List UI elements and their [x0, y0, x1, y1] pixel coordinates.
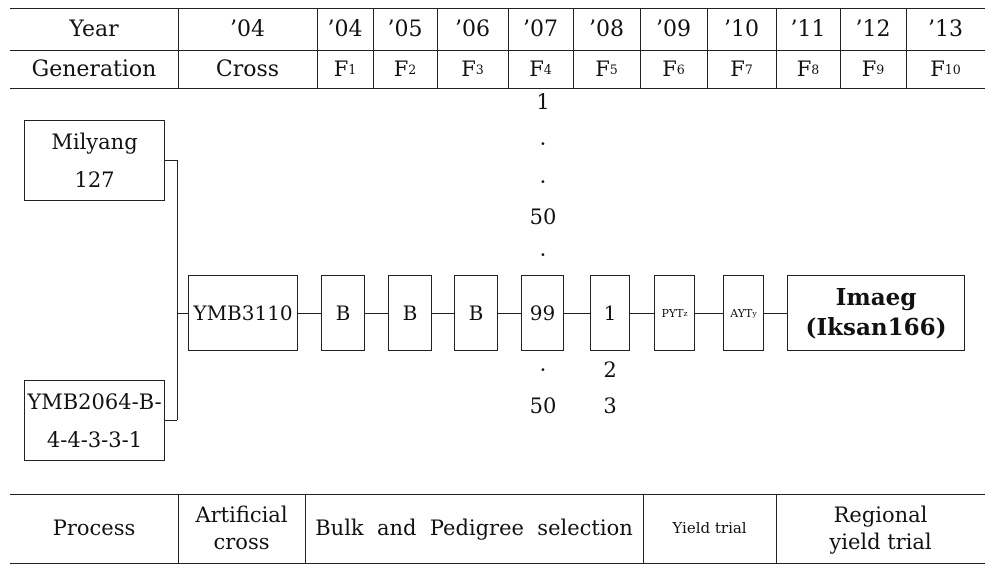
f4-ellipsis-dot: · — [539, 358, 547, 382]
process-divider — [178, 494, 179, 563]
year-cell: ’09 — [656, 16, 691, 42]
chain-connector — [564, 313, 590, 314]
process-artificial-cross: Artificial cross — [195, 502, 288, 554]
year-cell: ’08 — [589, 16, 624, 42]
year-cell: ’10 — [724, 16, 759, 42]
header-divider — [840, 8, 841, 88]
f4-ellipsis-dot: · — [539, 170, 547, 194]
cross-node: YMB3110 — [188, 275, 298, 351]
female-parent-box: Milyang 127 — [24, 120, 165, 201]
process-regional-yield-trial: Regional yield trial — [829, 502, 932, 554]
parent-connector — [165, 160, 177, 161]
female-parent-name-line2: 127 — [74, 167, 115, 192]
table-bottom-border — [10, 563, 985, 564]
year-cell: ’04 — [230, 16, 265, 42]
f1-bulk-node: B — [321, 275, 365, 351]
chain-connector — [764, 313, 787, 314]
generation-label: Generation — [31, 56, 157, 82]
header-divider — [508, 8, 509, 88]
final-variety-node: Imaeg (Iksan166) — [787, 275, 965, 351]
header-divider — [707, 8, 708, 88]
f2-bulk-node: B — [388, 275, 432, 351]
year-cell: ’11 — [790, 16, 826, 42]
header-divider — [317, 8, 318, 88]
parent-connector — [165, 420, 177, 421]
year-cell: ’13 — [928, 16, 963, 42]
header-divider — [437, 8, 438, 88]
chain-connector — [630, 313, 654, 314]
f4-ellipsis-dot: · — [539, 132, 547, 156]
process-divider — [776, 494, 777, 563]
variety-line-code: (Iksan166) — [805, 314, 947, 341]
header-divider — [640, 8, 641, 88]
header-divider — [906, 8, 907, 88]
f4-line-label: 1 — [536, 90, 550, 114]
f5-line-label: 2 — [603, 358, 617, 382]
year-cell: ’07 — [523, 16, 558, 42]
header-bottom-border — [10, 88, 985, 89]
f4-ellipsis-dot: · — [539, 243, 547, 267]
f5-line-node: 1 — [590, 275, 630, 351]
header-divider — [178, 8, 179, 88]
year-cell: ’05 — [387, 16, 423, 42]
male-parent-name-line2: 4-4-3-3-1 — [46, 427, 143, 452]
header-divider — [373, 8, 374, 88]
process-row-top-border — [10, 494, 985, 495]
cross-label: Cross — [215, 56, 280, 82]
process-bulk-pedigree-selection: Bulk and Pedigree selection — [315, 516, 633, 540]
chain-connector — [177, 313, 188, 314]
process-divider — [643, 494, 644, 563]
chain-connector — [298, 313, 321, 314]
f4-line-label: 50 — [529, 394, 557, 418]
male-parent-box: YMB2064-B- 4-4-3-3-1 — [24, 380, 165, 461]
male-parent-name-line1: YMB2064-B- — [27, 389, 162, 414]
process-divider — [305, 494, 306, 563]
process-yield-trial: Yield trial — [672, 519, 747, 537]
header-divider — [573, 8, 574, 88]
chain-connector — [365, 313, 388, 314]
f4-line-node: 99 — [521, 275, 564, 351]
chain-connector — [498, 313, 521, 314]
year-label: Year — [69, 16, 119, 42]
f4-line-label: 50 — [529, 205, 557, 229]
f3-bulk-node: B — [454, 275, 498, 351]
female-parent-name-line1: Milyang — [51, 129, 138, 154]
variety-name: Imaeg — [835, 284, 917, 311]
year-cell: ’06 — [455, 16, 490, 42]
table-top-border — [10, 8, 985, 9]
process-label: Process — [52, 516, 136, 540]
parent-bracket — [177, 160, 178, 420]
year-cell: ’04 — [327, 16, 363, 42]
f5-line-label: 3 — [603, 394, 617, 418]
header-divider — [776, 8, 777, 88]
chain-connector — [432, 313, 454, 314]
chain-connector — [695, 313, 723, 314]
year-cell: ’12 — [855, 16, 891, 42]
header-row-divider — [10, 50, 985, 51]
